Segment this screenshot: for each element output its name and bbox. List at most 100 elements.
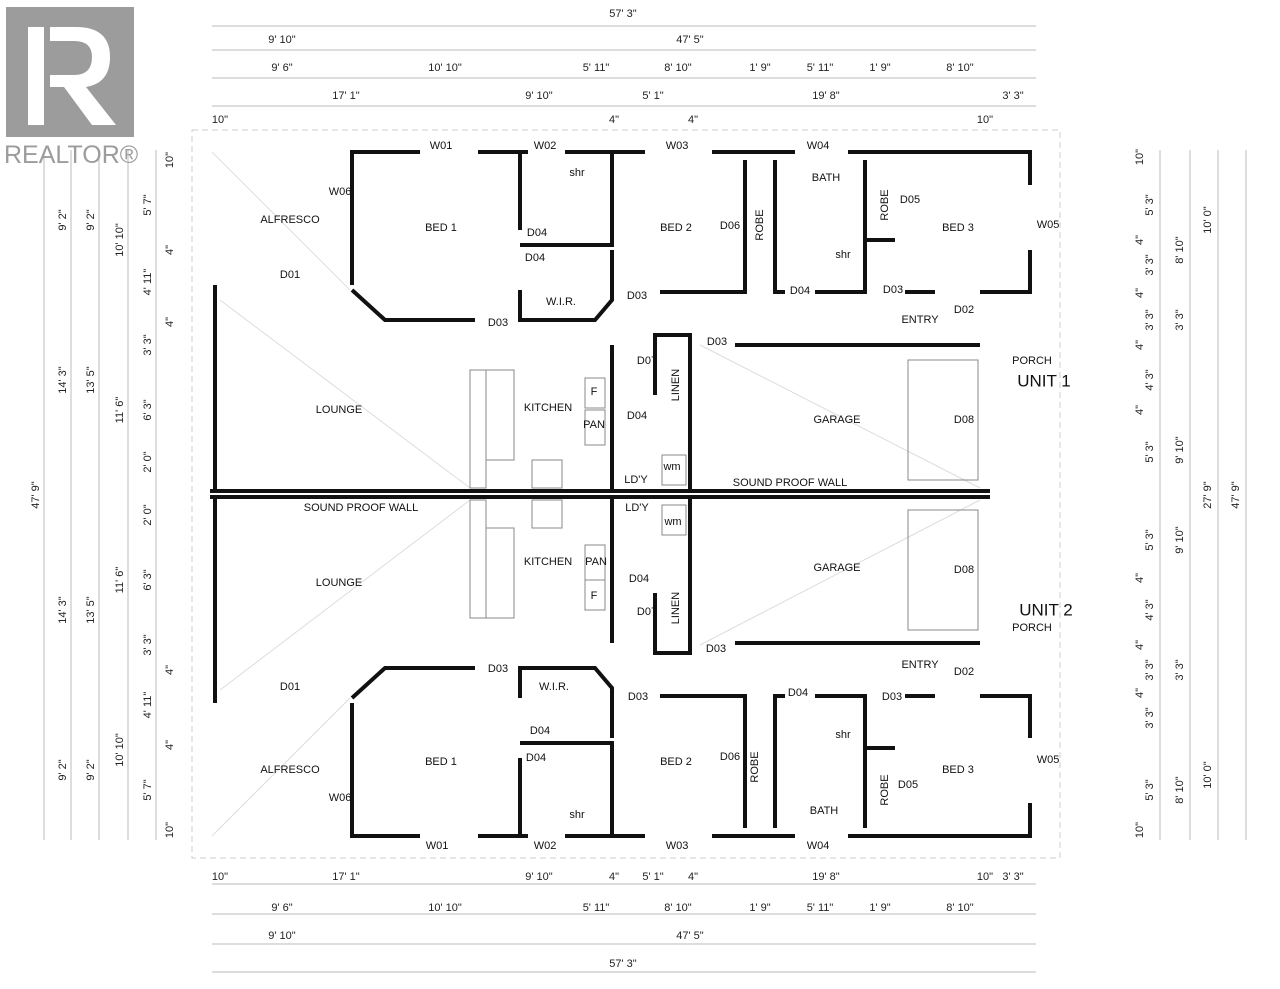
room-label: ENTRY: [901, 659, 939, 671]
site-boundary: [191, 129, 1061, 859]
dimension-label: 4": [164, 740, 176, 750]
dimension-label: 3' 3": [142, 634, 154, 655]
room-label: BED 2: [660, 222, 692, 234]
realtor-logo: REALTOR®: [0, 0, 150, 175]
room-label: W.I.R.: [539, 681, 569, 693]
dimension-label: 9' 10": [268, 930, 296, 942]
dimension-label: 57' 3": [609, 958, 637, 970]
dimension-label: 9' 2": [85, 209, 97, 230]
dimension-label: 3' 3": [1174, 309, 1186, 330]
room-label: D07: [637, 355, 657, 367]
dimension-label: 5' 11": [583, 902, 610, 914]
dimension-label: 19' 8": [812, 90, 840, 102]
room-label: PAN: [585, 556, 607, 568]
dimension-label: 5' 11": [807, 62, 834, 74]
room-label: W06: [329, 792, 352, 804]
dimension-label: 9' 2": [57, 209, 69, 230]
dimension-label: 10": [1134, 822, 1146, 838]
room-label: LD'Y: [625, 502, 649, 514]
dimension-label: 9' 10": [525, 90, 553, 102]
dimension-label: 5' 3": [1144, 441, 1156, 462]
dimension-label: 2' 0": [142, 504, 154, 525]
room-label: ALFRESCO: [260, 214, 320, 226]
room-label: LOUNGE: [316, 404, 362, 416]
dimension-label: 10' 10": [114, 733, 126, 767]
unit-1-walls: [210, 150, 1032, 493]
dimension-label: 10' 0": [1202, 761, 1214, 789]
room-label: D04: [527, 227, 547, 239]
dimension-label: 4": [164, 245, 176, 255]
realtor-r-icon: [6, 7, 134, 137]
dimension-label: 9' 6": [271, 902, 292, 914]
dimension-label: 10' 10": [428, 902, 462, 914]
dimension-label: 3' 3": [1144, 707, 1156, 728]
dimension-label: 5' 7": [142, 779, 154, 800]
room-label: BED 3: [942, 764, 974, 776]
room-label: D03: [882, 691, 902, 703]
dimension-label: 3' 3": [1144, 309, 1156, 330]
dimension-label: 5' 11": [583, 62, 610, 74]
room-label: shr: [569, 167, 585, 179]
room-label: ALFRESCO: [260, 764, 320, 776]
room-label: D04: [530, 725, 550, 737]
dimension-label: 8' 10": [1174, 236, 1186, 264]
dimension-label: 14' 3": [57, 596, 69, 624]
room-label: ROBE: [879, 774, 891, 805]
dimension-label: 4": [164, 317, 176, 327]
room-label: BED 3: [942, 222, 974, 234]
dimension-label: 57' 3": [609, 8, 637, 20]
dimension-label: 8' 10": [946, 902, 974, 914]
dimension-label: 4": [609, 114, 619, 126]
room-label: D04: [627, 410, 647, 422]
room-label: BATH: [812, 172, 841, 184]
room-label: D02: [954, 304, 974, 316]
dimension-label: 4' 11": [142, 692, 154, 719]
room-label: ENTRY: [901, 314, 939, 326]
dimension-label: 2' 0": [142, 451, 154, 472]
dimension-label: 9' 10": [1174, 436, 1186, 464]
dimension-label: 5' 11": [807, 902, 834, 914]
room-label: D05: [900, 194, 920, 206]
room-label: D03: [706, 643, 726, 655]
dimension-label: 6' 3": [142, 399, 154, 420]
dimension-label: 1' 9": [749, 62, 770, 74]
realtor-wordmark: REALTOR®: [4, 141, 139, 169]
room-label: SOUND PROOF WALL: [733, 477, 848, 489]
room-label: D08: [954, 414, 974, 426]
room-label: W03: [666, 140, 689, 152]
room-label: W02: [534, 140, 557, 152]
room-label: ROBE: [879, 189, 891, 220]
room-label: F: [591, 386, 598, 398]
dimension-label: 3' 3": [1002, 90, 1023, 102]
room-label: PORCH: [1012, 355, 1052, 367]
dimension-label: 1' 9": [869, 902, 890, 914]
dimension-label: 11' 6": [114, 397, 126, 424]
room-label: D03: [883, 284, 903, 296]
dimension-label: 5' 3": [1144, 779, 1156, 800]
dimension-label: 9' 10": [1174, 526, 1186, 554]
room-label: BED 1: [425, 222, 457, 234]
dimension-label: 47' 9": [1230, 481, 1242, 509]
room-label: D03: [488, 317, 508, 329]
dimension-label: 3' 3": [142, 334, 154, 355]
room-label: D02: [954, 666, 974, 678]
dimension-label: 4": [1134, 640, 1146, 650]
room-label: D01: [280, 681, 300, 693]
dimension-label: 4' 3": [1144, 369, 1156, 390]
dimension-label: 9' 10": [525, 871, 553, 883]
dimension-label: 47' 5": [676, 34, 704, 46]
unit-1-title: UNIT 1: [1017, 371, 1071, 390]
dimension-label: 10": [1134, 149, 1146, 165]
dimension-label: 9' 6": [271, 62, 292, 74]
dimension-label: 1' 9": [749, 902, 770, 914]
room-label: KITCHEN: [524, 402, 572, 414]
dimension-label: 17' 1": [332, 871, 360, 883]
room-label: W05: [1037, 219, 1060, 231]
dimension-label: 4": [1134, 573, 1146, 583]
room-label: D04: [525, 252, 545, 264]
room-label: shr: [835, 249, 851, 261]
room-label: D08: [954, 564, 974, 576]
dimension-label: 5' 7": [142, 194, 154, 215]
dimension-label: 8' 10": [664, 902, 692, 914]
room-label: W06: [329, 186, 352, 198]
